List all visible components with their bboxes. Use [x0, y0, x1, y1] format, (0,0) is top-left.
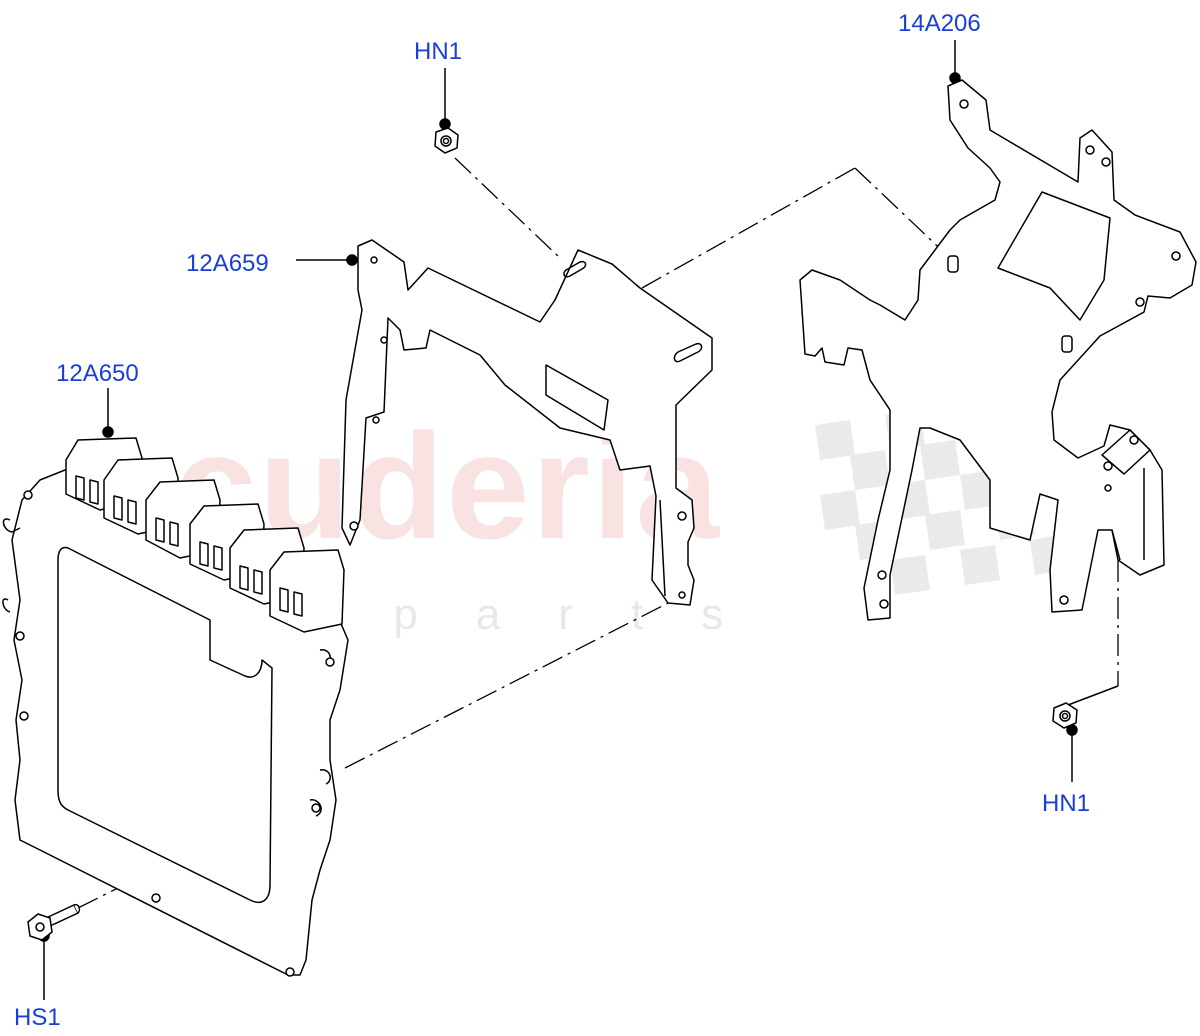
leader-ecu-to-bracket: [344, 601, 671, 769]
callout-12a650[interactable]: 12A650: [56, 360, 139, 387]
bracket-14a206: [799, 79, 1197, 621]
hn1-nut-right: [1052, 702, 1078, 729]
leader-bracket-to-bracket: [641, 167, 856, 289]
hs1-bolt: [27, 903, 81, 941]
leader-hn1-top: [454, 157, 561, 259]
bracket-12a659: [341, 239, 713, 606]
callout-hn1-top[interactable]: HN1: [414, 38, 463, 65]
callout-hs1[interactable]: HS1: [14, 1004, 61, 1031]
ecu-connectors: [65, 437, 345, 633]
callout-14a206[interactable]: 14A206: [898, 10, 981, 37]
ecu-12a650: [2, 437, 349, 977]
callout-leaders: [38, 40, 1119, 1000]
leader-bracket2-stud: [854, 167, 953, 261]
callout-12a659[interactable]: 12A659: [186, 250, 269, 277]
hn1-nut-top: [434, 127, 459, 154]
callout-hn1-right[interactable]: HN1: [1042, 790, 1091, 817]
